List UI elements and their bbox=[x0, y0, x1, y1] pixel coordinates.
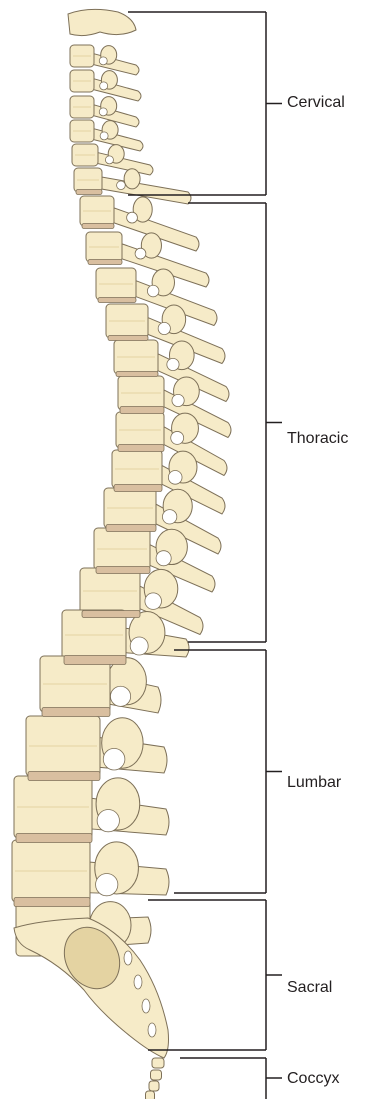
intervertebral-foramen bbox=[105, 156, 113, 164]
sacral-foramen bbox=[142, 999, 150, 1013]
intervertebral-disc bbox=[88, 260, 122, 265]
intervertebral-disc bbox=[28, 772, 100, 781]
intervertebral-foramen bbox=[99, 108, 107, 116]
region-label-coccyx: Coccyx bbox=[287, 1069, 339, 1089]
intervertebral-foramen bbox=[117, 181, 126, 190]
sacral-foramen bbox=[148, 1023, 156, 1037]
sacral-foramen bbox=[124, 951, 132, 965]
intervertebral-disc bbox=[120, 407, 164, 414]
intervertebral-disc bbox=[96, 567, 150, 574]
intervertebral-foramen bbox=[147, 285, 159, 297]
intervertebral-disc bbox=[42, 708, 110, 717]
coccyx-segment bbox=[146, 1091, 155, 1099]
coccyx-segment bbox=[151, 1070, 162, 1080]
intervertebral-foramen bbox=[96, 873, 118, 895]
intervertebral-disc bbox=[82, 224, 114, 229]
intervertebral-foramen bbox=[171, 431, 184, 444]
intervertebral-disc bbox=[108, 336, 148, 341]
intervertebral-disc bbox=[76, 190, 102, 195]
intervertebral-foramen bbox=[100, 132, 108, 140]
intervertebral-foramen bbox=[145, 593, 162, 610]
region-label-lumbar: Lumbar bbox=[287, 773, 341, 793]
intervertebral-disc bbox=[64, 656, 126, 665]
intervertebral-foramen bbox=[156, 551, 171, 566]
articular-process bbox=[124, 169, 140, 189]
intervertebral-disc bbox=[82, 611, 140, 618]
vertebra bbox=[14, 776, 169, 838]
intervertebral-disc bbox=[118, 445, 164, 452]
intervertebral-foramen bbox=[103, 748, 125, 770]
coccyx-segment bbox=[149, 1081, 159, 1091]
vertebrae-group bbox=[12, 9, 231, 1099]
region-label-sacral: Sacral bbox=[287, 978, 332, 998]
intervertebral-foramen bbox=[158, 322, 170, 334]
intervertebral-foramen bbox=[130, 637, 148, 655]
intervertebral-disc bbox=[16, 834, 92, 843]
vertebra bbox=[12, 840, 169, 902]
intervertebral-foramen bbox=[162, 510, 176, 524]
vertebra bbox=[26, 716, 167, 776]
atlas-vertebra bbox=[68, 9, 136, 35]
coccyx-segment bbox=[152, 1058, 164, 1068]
intervertebral-disc bbox=[116, 372, 158, 377]
intervertebral-foramen bbox=[99, 57, 107, 65]
intervertebral-disc bbox=[14, 898, 90, 907]
intervertebral-foramen bbox=[168, 471, 182, 485]
intervertebral-foramen bbox=[110, 686, 130, 706]
intervertebral-foramen bbox=[135, 248, 146, 259]
region-label-thoracic: Thoracic bbox=[287, 429, 348, 449]
intervertebral-foramen bbox=[167, 358, 179, 370]
intervertebral-disc bbox=[114, 485, 162, 492]
intervertebral-foramen bbox=[127, 212, 138, 223]
intervertebral-foramen bbox=[100, 82, 108, 90]
intervertebral-disc bbox=[106, 525, 156, 532]
sacral-foramen bbox=[134, 975, 142, 989]
region-label-cervical: Cervical bbox=[287, 93, 345, 113]
intervertebral-foramen bbox=[172, 394, 184, 406]
intervertebral-foramen bbox=[97, 809, 119, 831]
intervertebral-disc bbox=[98, 298, 136, 303]
